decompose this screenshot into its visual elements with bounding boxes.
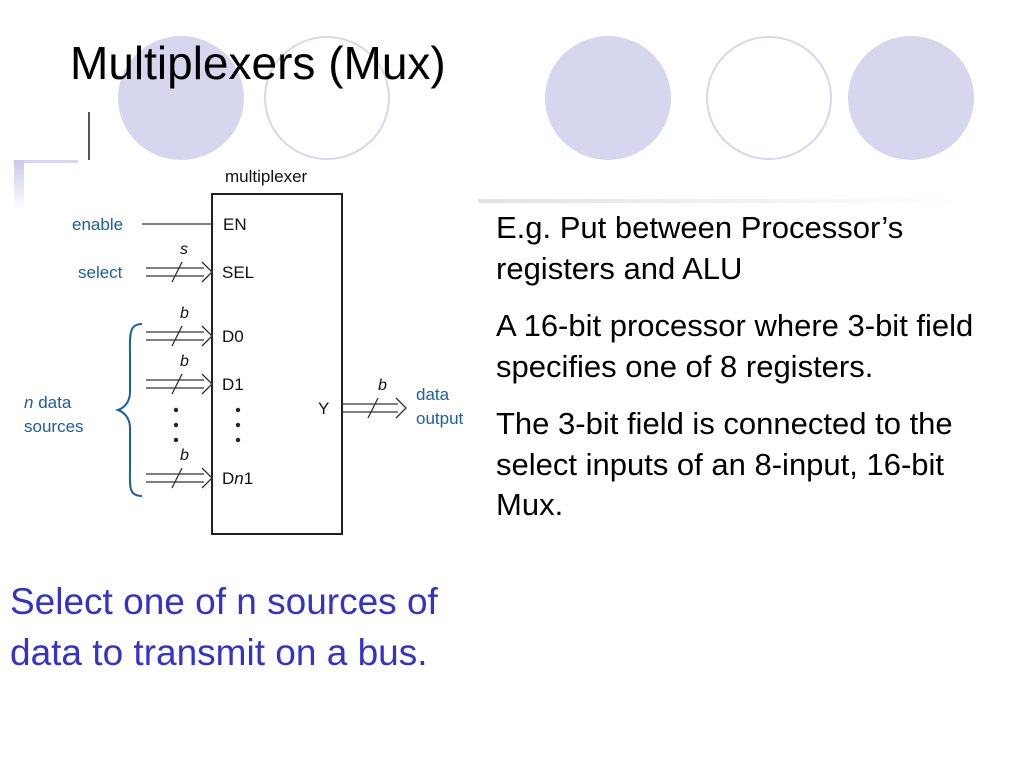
decorative-circle-3	[545, 36, 671, 160]
inputs-ellipsis	[173, 407, 241, 443]
pin-dn: Dn1	[222, 469, 253, 488]
mux-body	[211, 193, 343, 535]
select-label: select	[78, 263, 123, 282]
title-rule	[88, 112, 90, 160]
pin-sel: SEL	[222, 263, 254, 282]
decorative-circle-2	[264, 36, 390, 160]
inputs-brace	[114, 323, 143, 497]
dn-width-label: b	[180, 447, 189, 464]
corner-accent-horizontal	[22, 160, 78, 163]
d0-bus-arrow	[146, 325, 213, 347]
select-width-label: s	[180, 241, 188, 258]
inputs-group-label: n data	[24, 393, 72, 412]
decorative-circle-4	[706, 36, 832, 160]
select-bus-arrow	[146, 261, 213, 283]
slide-caption: Select one of n sources of data to trans…	[10, 581, 438, 674]
output-label-line2: output	[416, 409, 464, 428]
d1-bus-arrow	[146, 373, 213, 395]
pin-d1: D1	[222, 375, 244, 394]
output-bus-arrow	[342, 397, 407, 419]
pin-d0: D0	[222, 327, 244, 346]
dn-bus-arrow	[146, 467, 213, 489]
decorative-circle-5	[848, 36, 974, 160]
corner-accent-vertical	[14, 160, 24, 210]
decorative-circle-1	[118, 36, 244, 160]
mux-diagram: multiplexer enable EN s select SEL b D0 …	[24, 167, 464, 535]
output-label-line1: data	[416, 385, 450, 404]
pin-en: EN	[223, 215, 247, 234]
paragraph-select-field: The 3-bit field is connected to the sele…	[496, 405, 953, 523]
mux-header-label: multiplexer	[225, 167, 308, 186]
inputs-group-label-line2: sources	[24, 417, 84, 436]
paragraph-example: E.g. Put between Processor’s registers a…	[496, 210, 904, 286]
pin-y: Y	[318, 399, 329, 418]
body-text: E.g. Put between Processor’s registers a…	[496, 208, 996, 542]
d1-width-label: b	[180, 353, 189, 370]
enable-label: enable	[72, 215, 123, 234]
slide-title: Multiplexers (Mux)	[70, 37, 446, 89]
paragraph-processor: A 16-bit processor where 3-bit field spe…	[496, 307, 974, 384]
d0-width-label: b	[180, 305, 189, 322]
separator-line	[478, 199, 978, 203]
output-width-label: b	[378, 377, 387, 394]
